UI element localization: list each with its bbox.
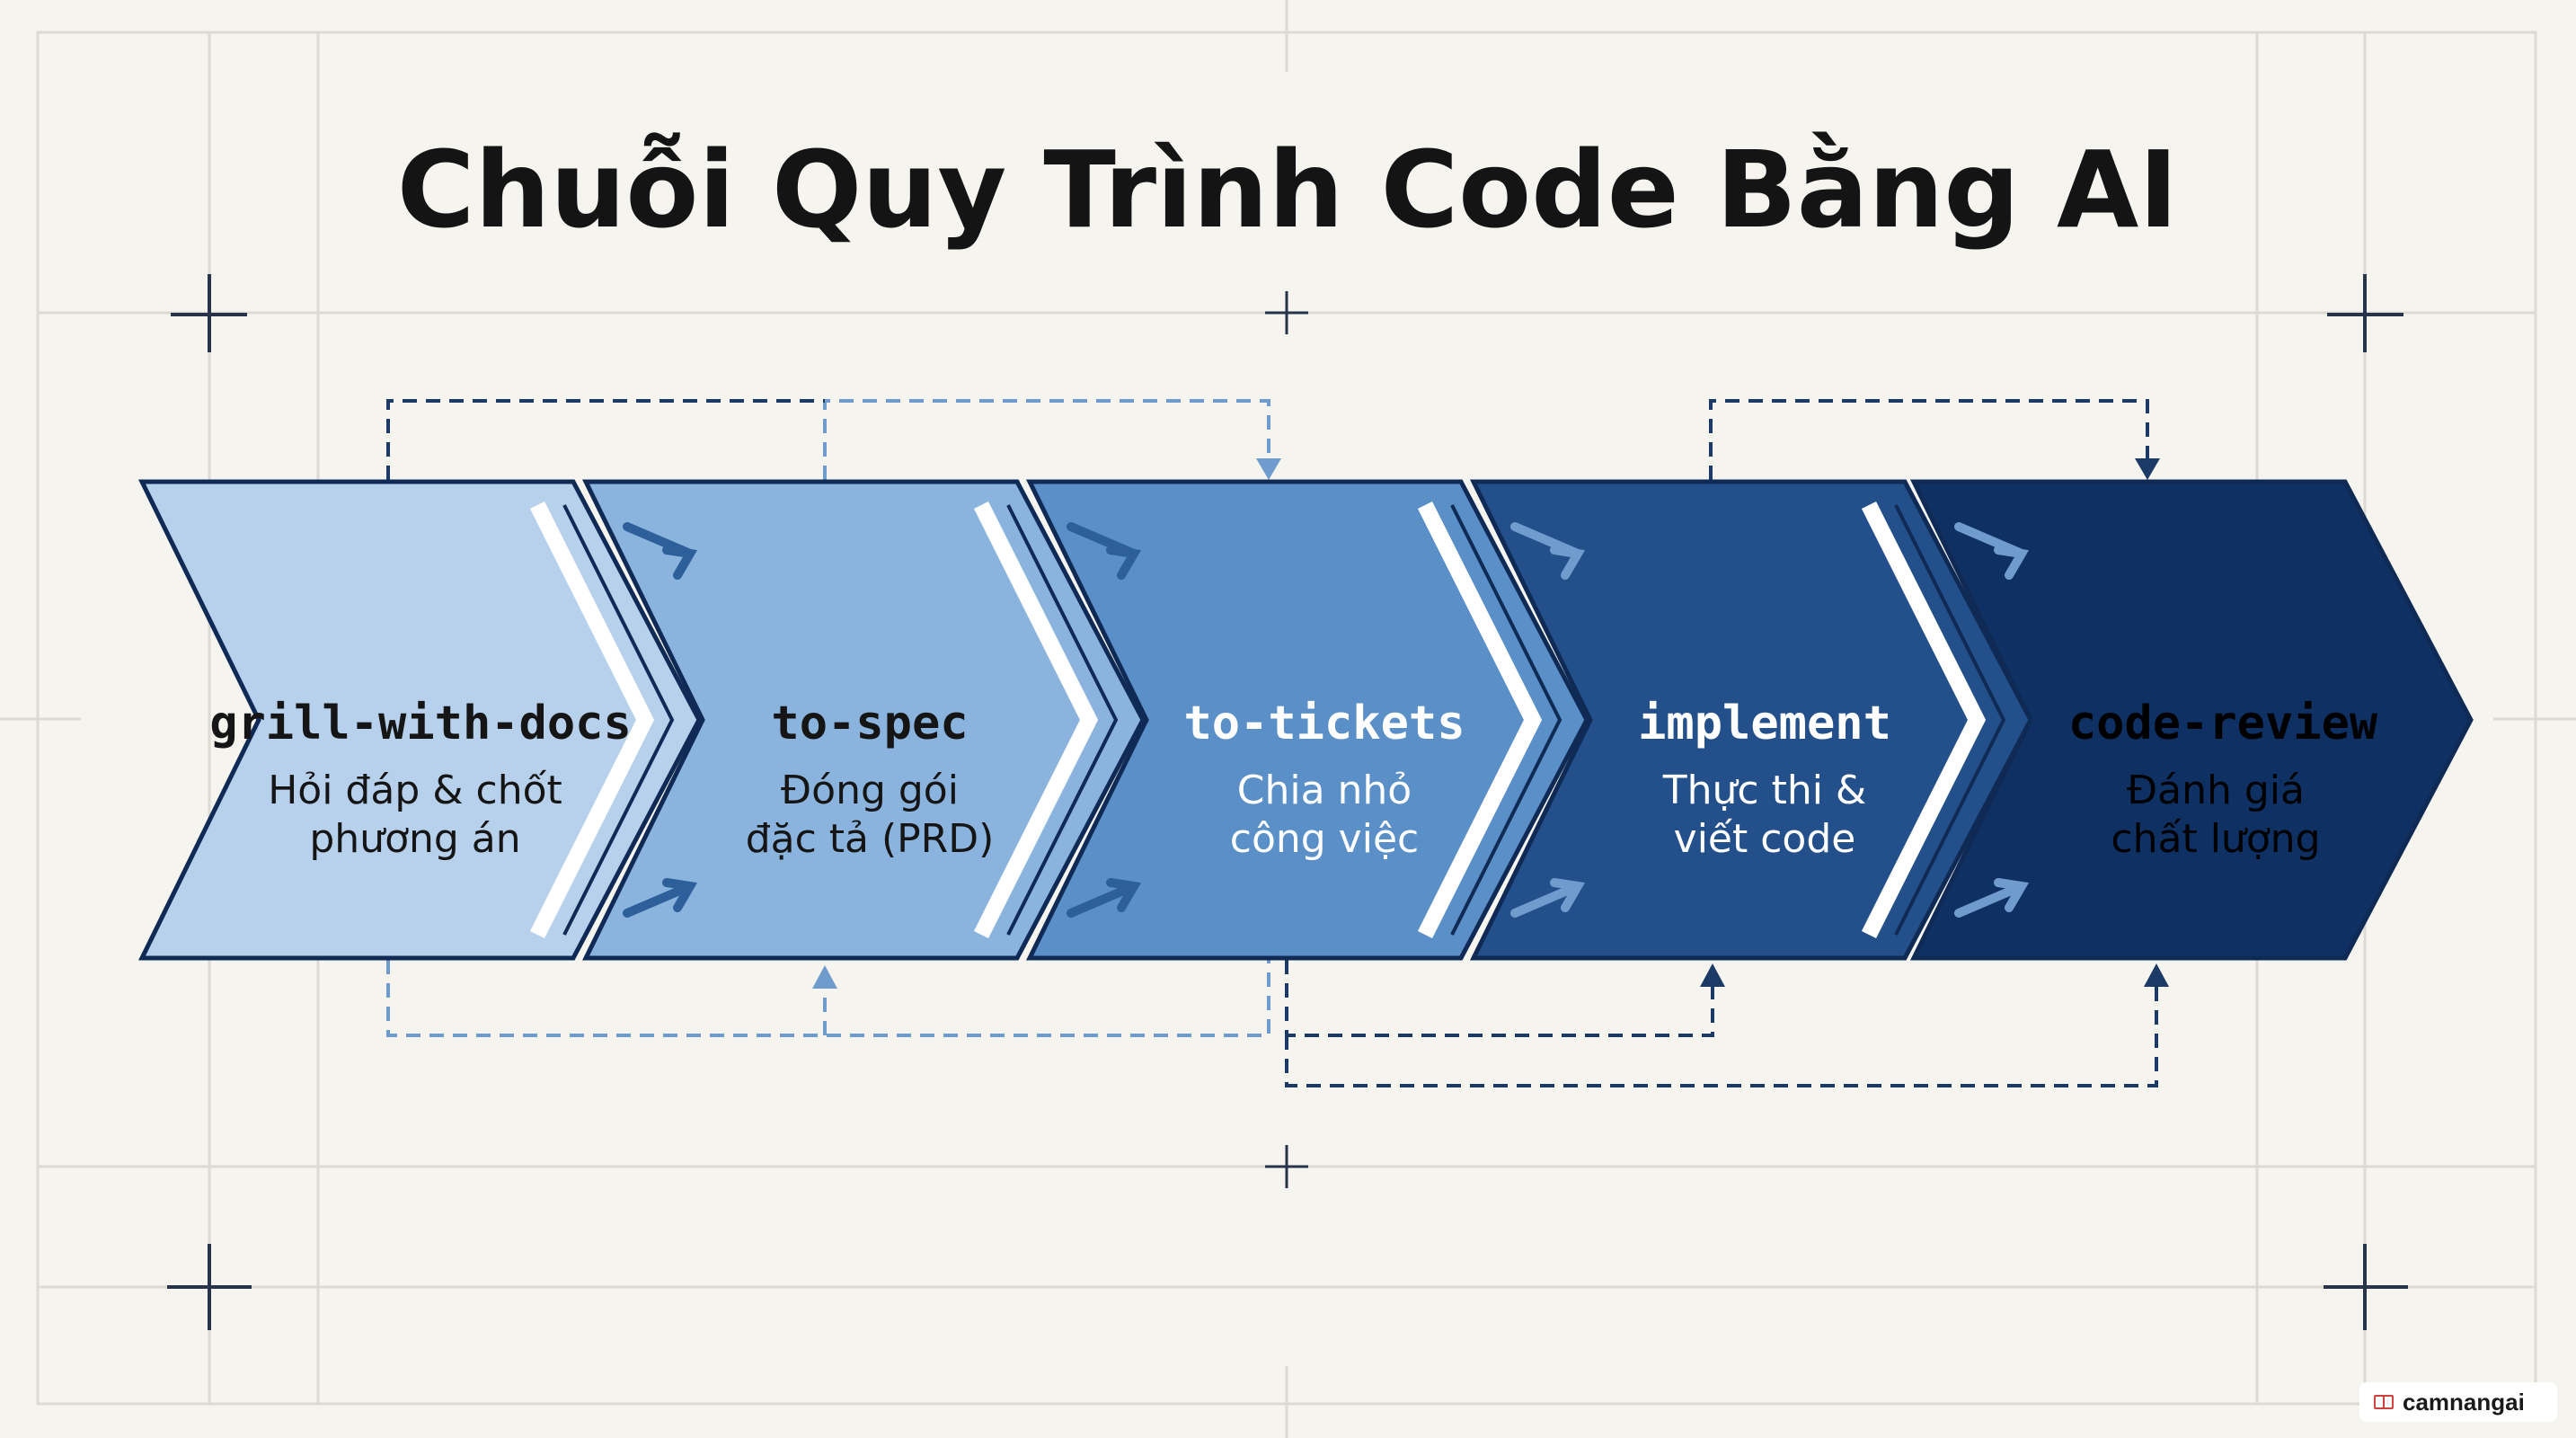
step-4: implement Thực thi & viết code: [1638, 697, 1891, 862]
step-description-line: Chia nhỏ: [1237, 768, 1412, 813]
crosshair-mark: [2327, 274, 2403, 352]
step-name: implement: [1638, 697, 1891, 750]
step-name: grill-with-docs: [209, 697, 632, 750]
forward-arrow-icon: [623, 878, 698, 918]
step-description-line: Thực thi &: [1662, 768, 1867, 813]
step-5: code-review Đánh giá chất lượng: [2068, 697, 2378, 862]
chevron-highlight: [1417, 501, 1543, 939]
connector-bottom-light: [386, 960, 1270, 1037]
step-2: to-spec Đóng gói đặc tả (PRD): [746, 697, 995, 862]
watermark-text: camnangai: [2403, 1388, 2525, 1416]
arrow-down-icon: [1256, 458, 1281, 480]
chevron-inner-line: [1006, 504, 1119, 936]
step-name: to-spec: [771, 697, 968, 750]
step-description-line: Đóng gói: [781, 768, 959, 813]
forward-arrow-icon: [1067, 522, 1142, 580]
connector-top-right: [1709, 399, 2149, 480]
chevron-inner-line: [562, 504, 675, 936]
step-chevrons: [137, 479, 2474, 961]
connector-top-light: [823, 399, 1270, 480]
arrow-up-icon: [1700, 963, 1725, 987]
connector-bottom-long: [1285, 980, 2158, 1087]
arrow-down-icon: [2135, 458, 2160, 480]
step-description-line: phương án: [309, 816, 520, 862]
step-name: code-review: [2068, 697, 2378, 750]
step-1: grill-with-docs Hỏi đáp & chốt phương án: [209, 697, 632, 862]
step-description-line: Hỏi đáp & chốt: [268, 768, 562, 813]
chevron-highlight: [973, 501, 1099, 939]
connector-arrowheads: [812, 458, 2169, 989]
step-description-line: công việc: [1230, 816, 1419, 862]
watermark: camnangai: [2359, 1382, 2557, 1422]
crosshair-mark: [171, 274, 247, 352]
chevron-step-3: [1025, 479, 1589, 961]
chevron-step-2: [581, 479, 1146, 961]
forward-arrow-icon: [1067, 878, 1142, 918]
forward-arrow-icon: [1510, 878, 1586, 918]
forward-arrow-icon: [1510, 522, 1586, 580]
connector-bottom-dark: [1285, 960, 1714, 1037]
step-description-line: chất lượng: [2111, 816, 2320, 862]
forward-arrow-icon: [1954, 522, 2030, 580]
chevron-inner-line: [1894, 504, 2006, 936]
step-description-line: viết code: [1674, 816, 1856, 862]
arrow-up-icon: [2144, 963, 2169, 987]
chevron-inner-line: [1450, 504, 1562, 936]
chevron-step-1: [137, 479, 702, 961]
crosshair-mark: [1265, 1145, 1308, 1188]
crosshair-mark: [1265, 291, 1308, 334]
arrow-up-icon: [812, 965, 837, 989]
chevron-highlight: [1861, 501, 1987, 939]
crosshair-mark: [2324, 1244, 2408, 1330]
chevron-step-4: [1469, 479, 2033, 961]
forward-arrow-icon: [623, 522, 698, 580]
forward-arrow-icon: [1954, 878, 2030, 918]
step-description-line: Đánh giá: [2127, 768, 2305, 813]
step-name: to-tickets: [1183, 697, 1465, 750]
connector-top-dark: [386, 399, 825, 480]
chevron-highlight: [529, 501, 655, 939]
feedback-connectors: [386, 399, 2158, 1087]
book-icon: [2374, 1395, 2394, 1409]
step-description-line: đặc tả (PRD): [746, 816, 995, 862]
crosshair-mark: [167, 1244, 252, 1330]
step-3: to-tickets Chia nhỏ công việc: [1183, 697, 1465, 862]
diagram-title: Chuỗi Quy Trình Code Bằng AI: [397, 128, 2178, 252]
